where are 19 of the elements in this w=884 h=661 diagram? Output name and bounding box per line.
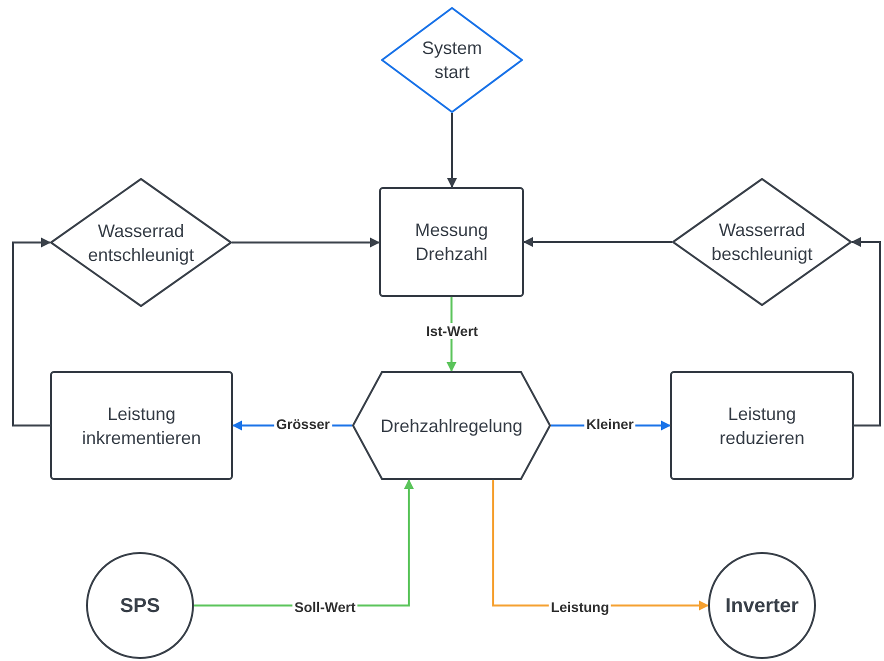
node-label: System start	[420, 37, 483, 84]
edge-label: Soll-Wert	[292, 599, 358, 615]
node-label: Wasserrad beschleunigt	[710, 219, 814, 266]
node-label: Leistung inkrementieren	[82, 402, 202, 450]
node-label: Leistung reduzieren	[718, 402, 806, 450]
edge-label: Kleiner	[584, 416, 636, 432]
node-label: Inverter	[725, 594, 799, 618]
edge-label: Ist-Wert	[424, 323, 480, 339]
arrow	[12, 238, 51, 426]
edge-label: Leistung	[548, 599, 612, 615]
node-label: Wasserrad entschleunigt	[86, 220, 196, 266]
arrow	[447, 113, 457, 188]
arrow	[232, 238, 380, 248]
arrow	[523, 237, 672, 247]
node-label: Drehzahlregelung	[380, 414, 523, 438]
node-label: Messung Drehzahl	[414, 219, 490, 266]
node-label: SPS	[120, 594, 160, 618]
arrow	[851, 237, 881, 426]
edge-label: Grösser	[274, 416, 332, 432]
